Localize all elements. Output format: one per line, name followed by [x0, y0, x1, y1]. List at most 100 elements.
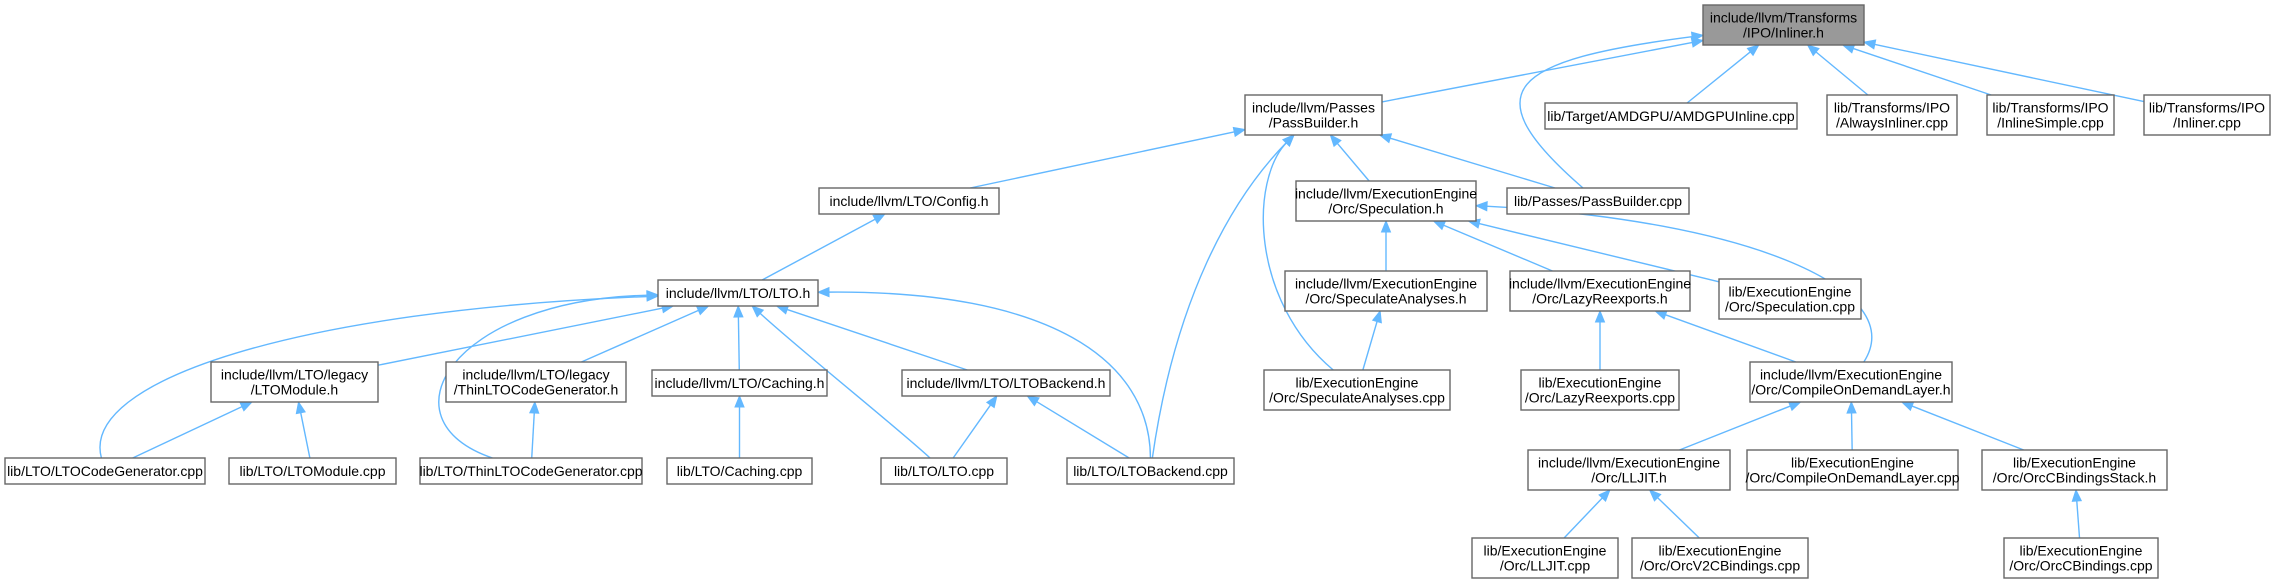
edge-orcv2cbindings-cpp-to-lljit-h [1656, 496, 1700, 539]
edge-speculation-h-to-passbuilder-h [1336, 142, 1370, 182]
node-compileondemand-h[interactable]: include/llvm/ExecutionEngine/Orc/Compile… [1749, 361, 1953, 403]
node-box [1284, 270, 1488, 312]
node-lazyreexports-h[interactable]: include/llvm/ExecutionEngine/Orc/LazyRee… [1509, 270, 1691, 312]
node-caching-h[interactable]: include/llvm/LTO/Caching.h [651, 369, 828, 397]
node-label: include/llvm/Transforms [1710, 10, 1857, 26]
node-label: /Orc/OrcCBindings.cpp [2009, 558, 2152, 574]
node-orccbindings-cpp[interactable]: lib/ExecutionEngine/Orc/OrcCBindings.cpp [2003, 537, 2159, 579]
node-config-h[interactable]: include/llvm/LTO/Config.h [818, 187, 1000, 215]
node-orcv2cbindings-cpp[interactable]: lib/ExecutionEngine/Orc/OrcV2CBindings.c… [1631, 537, 1809, 579]
node-box [228, 457, 397, 485]
node-ltomodule-cpp[interactable]: lib/LTO/LTOModule.cpp [228, 457, 397, 485]
node-inlinesimple-cpp[interactable]: lib/Transforms/IPO/InlineSimple.cpp [1986, 94, 2115, 136]
edge-ltomodule-h-to-lto-h [377, 307, 664, 366]
node-label: /Inliner.cpp [2173, 115, 2241, 131]
node-label: lib/LTO/LTO.cpp [894, 463, 994, 479]
node-label: lib/LTO/LTOBackend.cpp [1073, 463, 1228, 479]
node-box [1263, 369, 1451, 411]
node-label: lib/Transforms/IPO [2149, 100, 2265, 116]
edge-passbuilder-cpp-to-inliner-h [1519, 35, 1694, 189]
node-box [2143, 94, 2271, 136]
node-thinltocodegen-cpp[interactable]: lib/LTO/ThinLTOCodeGenerator.cpp [419, 457, 643, 485]
node-label: /Orc/OrcCBindingsStack.h [1993, 470, 2156, 486]
node-label: /InlineSimple.cpp [1997, 115, 2104, 131]
node-label: lib/ExecutionEngine [1539, 375, 1662, 391]
edge-ltocodegen-cpp-to-ltomodule-h [132, 405, 244, 459]
node-label: /Orc/Speculation.cpp [1725, 299, 1855, 315]
node-amdgpuinline-cpp[interactable]: lib/Target/AMDGPU/AMDGPUInline.cpp [1544, 102, 1798, 130]
arrowhead-icon [1900, 401, 1915, 412]
node-lazyreexports-cpp[interactable]: lib/ExecutionEngine/Orc/LazyReexports.cp… [1520, 369, 1680, 411]
arrowhead-icon [1474, 201, 1488, 212]
edge-lto-h-to-config-h [761, 218, 877, 281]
arrowhead-icon [528, 400, 540, 414]
arrowhead-icon [1432, 220, 1447, 231]
node-label: include/llvm/LTO/legacy [462, 367, 609, 383]
arrowhead-icon [1648, 489, 1662, 502]
node-compileondemand-cpp[interactable]: lib/ExecutionEngine/Orc/CompileOnDemandL… [1746, 449, 1960, 491]
node-ltomodule-h[interactable]: include/llvm/LTO/legacy/LTOModule.h [210, 361, 379, 403]
arrowhead-icon [1653, 309, 1668, 320]
arrowhead-icon [1594, 309, 1606, 323]
node-label: lib/LTO/Caching.cpp [677, 463, 803, 479]
node-label: lib/ExecutionEngine [1659, 543, 1782, 559]
arrowhead-icon [1371, 309, 1382, 324]
node-speculateanalyses-h[interactable]: include/llvm/ExecutionEngine/Orc/Specula… [1284, 270, 1488, 312]
node-box [651, 369, 828, 397]
arrowhead-icon [646, 289, 660, 301]
node-label: include/llvm/LTO/Caching.h [655, 375, 825, 391]
node-lljit-cpp[interactable]: lib/ExecutionEngine/Orc/LLJIT.cpp [1471, 537, 1619, 579]
node-ltocodegen-cpp[interactable]: lib/LTO/LTOCodeGenerator.cpp [4, 457, 206, 485]
edge-alwaysinliner-cpp-to-inliner-h [1814, 50, 1869, 96]
edge-compileondemand-h-to-lazyreexports-h [1664, 313, 1797, 363]
node-thinltocodegen-h[interactable]: include/llvm/LTO/legacy/ThinLTOCodeGener… [445, 361, 627, 403]
node-alwaysinliner-cpp[interactable]: lib/Transforms/IPO/AlwaysInliner.cpp [1826, 94, 1958, 136]
node-box [1527, 449, 1731, 491]
edge-ltobackend-cpp-to-lto-h [827, 291, 1152, 459]
arrowhead-icon [1026, 395, 1040, 407]
node-box [445, 361, 627, 403]
node-inliner-h[interactable]: include/llvm/Transforms/IPO/Inliner.h [1702, 4, 1865, 46]
node-ltobackend-cpp[interactable]: lib/LTO/LTOBackend.cpp [1066, 457, 1235, 485]
node-box [1746, 449, 1959, 491]
arrowhead-icon [295, 400, 306, 415]
node-label: lib/Passes/PassBuilder.cpp [1514, 193, 1682, 209]
node-box [1295, 180, 1477, 222]
node-ltobackend-h[interactable]: include/llvm/LTO/LTOBackend.h [901, 369, 1111, 397]
node-box [1981, 449, 2168, 491]
arrowhead-icon [734, 394, 745, 408]
node-speculation-cpp[interactable]: lib/ExecutionEngine/Orc/Speculation.cpp [1718, 278, 1862, 320]
node-speculation-h[interactable]: include/llvm/ExecutionEngine/Orc/Specula… [1295, 180, 1477, 222]
node-box [1520, 369, 1680, 411]
node-label: /LTOModule.h [251, 382, 338, 398]
node-label: /Orc/SpeculateAnalyses.cpp [1269, 390, 1445, 406]
node-lto-cpp[interactable]: lib/LTO/LTO.cpp [880, 457, 1008, 485]
edge-speculateanalyses-cpp-to-passbuilder-h [1262, 141, 1334, 371]
node-box [210, 361, 379, 403]
edge-inlinesimple-cpp-to-inliner-h [1852, 47, 1992, 96]
node-passbuilder-cpp[interactable]: lib/Passes/PassBuilder.cpp [1506, 187, 1690, 215]
node-orccbindingsstack-h[interactable]: lib/ExecutionEngine/Orc/OrcCBindingsStac… [1981, 449, 2168, 491]
arrowhead-icon [1282, 134, 1295, 147]
arrowhead-icon [1787, 401, 1802, 412]
node-lljit-h[interactable]: include/llvm/ExecutionEngine/Orc/LLJIT.h [1527, 449, 1731, 491]
node-inliner-cpp[interactable]: lib/Transforms/IPO/Inliner.cpp [2143, 94, 2271, 136]
edge-caching-h-to-lto-h [737, 315, 740, 371]
node-passbuilder-h[interactable]: include/llvm/Passes/PassBuilder.h [1244, 94, 1383, 136]
node-label: include/llvm/LTO/LTO.h [666, 285, 810, 301]
node-label: lib/ExecutionEngine [1729, 284, 1852, 300]
edge-passbuilder-h-to-inliner-h [1381, 41, 1694, 103]
node-box [1702, 4, 1865, 46]
node-label: include/llvm/ExecutionEngine [1295, 276, 1477, 292]
node-box [1471, 537, 1619, 579]
node-label: /Orc/LazyReexports.h [1532, 291, 1667, 307]
node-box [419, 457, 643, 485]
node-label: lib/LTO/LTOModule.cpp [239, 463, 385, 479]
node-speculateanalyses-cpp[interactable]: lib/ExecutionEngine/Orc/SpeculateAnalyse… [1263, 369, 1451, 411]
node-label: /Orc/Speculation.h [1328, 201, 1443, 217]
node-caching-cpp[interactable]: lib/LTO/Caching.cpp [666, 457, 813, 485]
node-box [880, 457, 1008, 485]
node-lto-h[interactable]: include/llvm/LTO/LTO.h [657, 279, 819, 307]
arrowhead-icon [1329, 133, 1342, 148]
node-label: include/llvm/LTO/Config.h [830, 193, 989, 209]
